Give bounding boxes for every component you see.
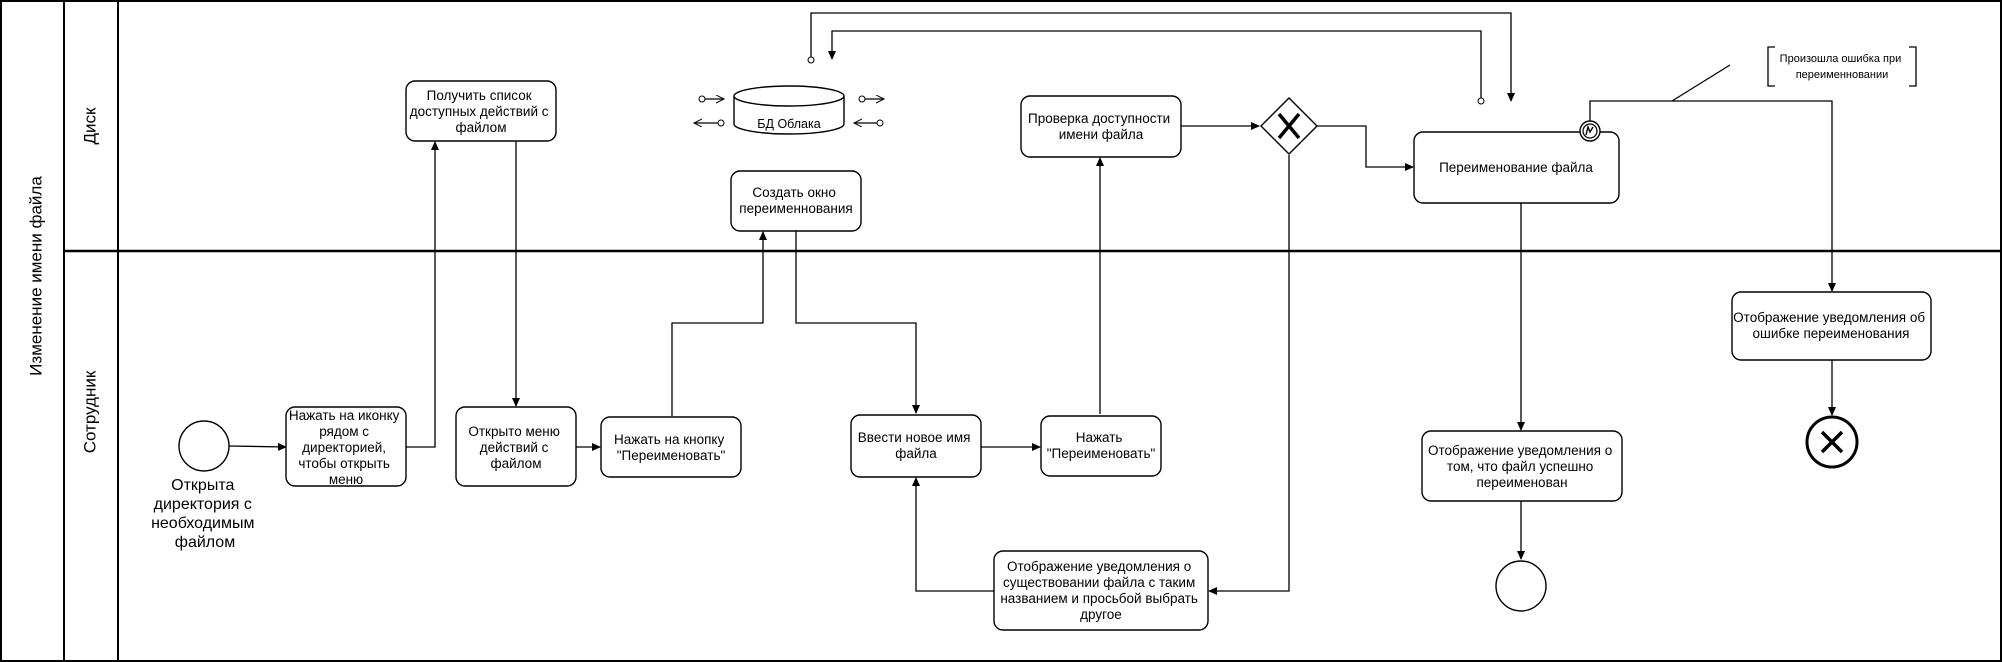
task-label: Нажать на кнопку "Переименовать" [614,432,728,463]
task-box [600,416,742,478]
message-flows [694,12,1515,123]
datastore-cylinder-body [733,96,845,135]
task-box [1731,291,1932,361]
task-box [993,550,1209,631]
flow-click-rename-to-create-window [671,231,767,416]
task-label: Создать окно переименнования [739,185,852,216]
task-label: Нажать на иконку рядом с директорией, чт… [289,408,403,487]
message-flow-outgoing [807,12,1515,102]
error-boundary-inner [1582,123,1598,139]
task-menu-opened[interactable]: Открыто меню действий с файлом [455,406,577,487]
task-click-rename[interactable]: Нажать на кнопку "Переименовать" [600,416,742,478]
terminate-x-icon [1820,430,1844,454]
task-notify-success[interactable]: Отображение уведомления о том, что файл … [1421,430,1623,502]
annotation-connector [1671,64,1731,102]
pool-label: Изменение имени файла [26,176,45,376]
flow-error-to-notify-error [1589,100,1836,292]
gateway-x-marker [1277,112,1301,140]
error-lightning-icon [1585,124,1594,136]
lane-label-disk: Диск [80,107,99,145]
flow-gateway-to-notify-exists [1208,155,1290,595]
message-flow-incoming [828,30,1485,105]
task-check-availability[interactable]: Проверка доступности имени файла [1020,95,1182,158]
task-label: Отображение уведомления о том, что файл … [1428,443,1616,490]
sequence-flows [228,100,1836,595]
start-event-circle [178,420,230,472]
task-press-rename[interactable]: Нажать "Переименовать" [1040,415,1162,477]
flow-click-icon-to-get-actions [406,141,439,448]
task-box [455,406,577,487]
task-enter-name[interactable]: Ввести новое имя файла [850,414,982,478]
task-box [405,80,557,142]
flow-gateway-to-rename-file [1316,125,1414,171]
task-box [1020,95,1182,158]
lane-label-employee: Сотрудник [80,370,99,453]
task-box [1421,430,1623,502]
datastore-cylinder-top [733,85,845,107]
annotation-bracket-left [1767,46,1775,87]
task-box [285,406,407,487]
task-box [730,170,862,232]
start-event-label: Открыта директория с необходимым файлом [151,477,259,551]
task-label: Ввести новое имя файла [858,430,974,461]
task-label: Проверка доступности имени файла [1028,111,1174,142]
task-box [1413,131,1620,204]
text-annotation: Произошла ошибка при переименновании [1671,46,1917,102]
annotation-label: Произошла ошибка при переименновании [1780,53,1905,81]
flow-create-window-to-enter-name [795,231,920,414]
end-event[interactable] [1495,560,1547,612]
datastore-label: БД Облака [757,117,820,131]
task-click-icon[interactable]: Нажать на иконку рядом с директорией, чт… [285,406,407,487]
task-box [1040,415,1162,477]
task-label: Открыто меню действий с файлом [468,424,563,471]
task-label: Отображение уведомления об ошибке переим… [1733,310,1929,341]
task-box [850,414,982,478]
task-label: Переименование файла [1439,160,1593,175]
task-notify-error[interactable]: Отображение уведомления об ошибке переим… [1731,291,1932,361]
start-event[interactable]: Открыта директория с необходимым файлом [151,420,259,551]
task-label: Отображение уведомления о существовании … [1000,559,1201,622]
task-create-window[interactable]: Создать окно переименнования [730,170,862,232]
task-rename-file[interactable]: Переименование файла [1413,131,1620,204]
task-notify-exists[interactable]: Отображение уведомления о существовании … [993,550,1209,631]
flow-start-to-click-icon [228,442,287,451]
terminate-end-event[interactable] [1805,415,1859,469]
task-label: Получить список доступных действий с фай… [410,88,553,135]
task-get-actions[interactable]: Получить список доступных действий с фай… [405,80,557,142]
error-boundary-event[interactable] [1579,120,1601,142]
flow-notify-exists-to-enter-name [912,477,994,592]
exclusive-gateway[interactable] [1260,97,1318,155]
datastore-db-cloud[interactable]: БД Облака [733,85,845,135]
end-event-circle [1495,560,1547,612]
task-label: Нажать "Переименовать" [1047,430,1156,461]
annotation-bracket-right [1909,46,1917,87]
